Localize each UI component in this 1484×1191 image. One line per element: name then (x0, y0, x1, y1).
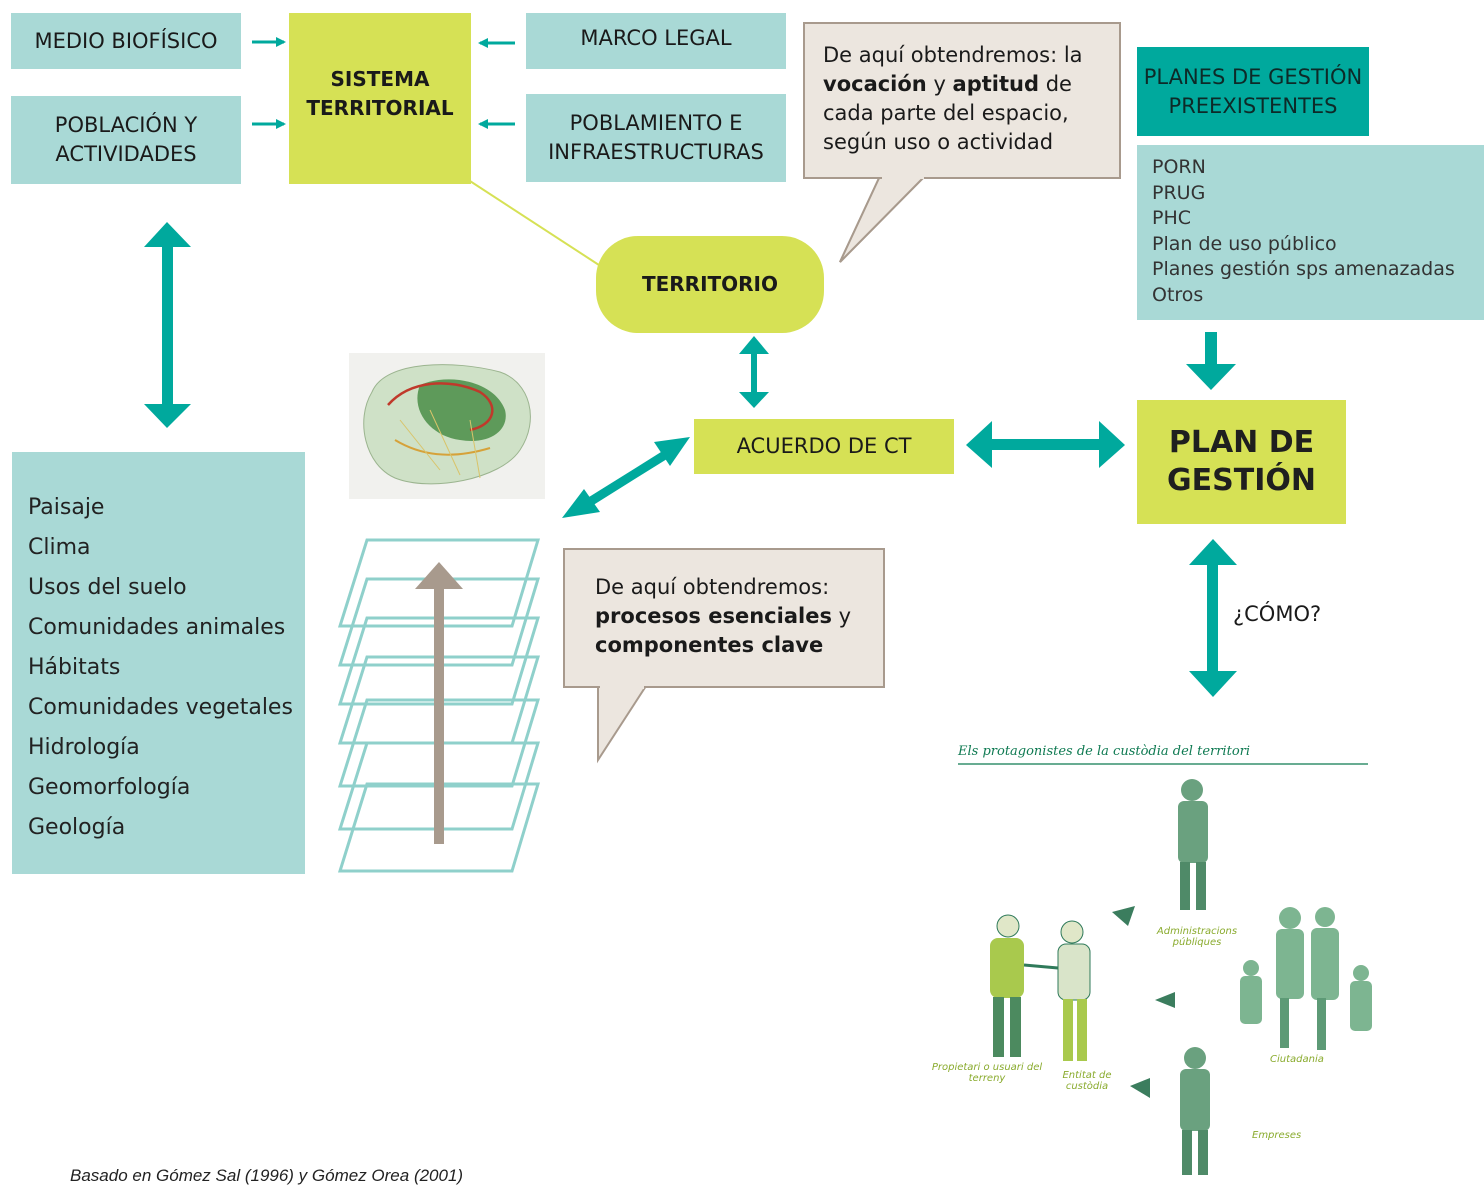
planes-title-line2: PREEXISTENTES (1168, 93, 1338, 118)
illustration-label-admin: Administracions públiques (1156, 926, 1238, 948)
illustration-title: Els protagonistes de la custòdia del ter… (958, 744, 1251, 759)
sistema-label-line1: SISTEMA (330, 67, 430, 91)
illustration-label-propietari: Propietari o usuari del terreny (931, 1062, 1043, 1084)
planes-preexistentes-list: PORN PRUG PHC Plan de uso público Planes… (1137, 145, 1484, 320)
sistema-label-line2: TERRITORIAL (306, 96, 454, 120)
list-item: PHC (1152, 207, 1192, 230)
list-item: Otros (1152, 283, 1204, 306)
poblamiento-label-line2: INFRAESTRUCTURAS (548, 140, 764, 164)
bubble-bottom-bold1: procesos esenciales (595, 604, 832, 628)
list-item: Plan de uso público (1152, 232, 1337, 255)
illustration-label-empreses: Empreses (1252, 1130, 1302, 1141)
poblacion-box: POBLACIÓN Y ACTIVIDADES (11, 96, 241, 184)
poblacion-label-line2: ACTIVIDADES (55, 142, 197, 166)
list-item: Hábitats (28, 655, 121, 680)
biophysical-components-list: Paisaje Clima Usos del suelo Comunidades… (12, 452, 305, 874)
bubble-top-bold1: vocación (823, 72, 927, 96)
custody-illustration (958, 763, 1372, 1175)
bubble-bottom-line1: De aquí obtendremos: (595, 575, 830, 599)
layer-stack (337, 538, 541, 873)
bubble-procesos: De aquí obtendremos: procesos esenciales… (563, 548, 885, 688)
planes-title-line1: PLANES DE GESTIÓN (1143, 64, 1363, 89)
bubble-bottom-after: y (831, 604, 852, 628)
bubble-top-line3: cada parte del espacio, (823, 101, 1069, 125)
double-arrow-plan-como (1189, 539, 1237, 697)
bubble-top-mid: y (926, 72, 953, 96)
poblamiento-label-line1: POBLAMIENTO E (569, 111, 743, 135)
bubble-top-line4: según uso o actividad (823, 130, 1054, 154)
marco-legal-label: MARCO LEGAL (580, 25, 732, 50)
plan-label-line2: GESTIÓN (1167, 463, 1316, 498)
double-arrow-vertical-left (144, 222, 191, 428)
marco-legal-box: MARCO LEGAL (526, 13, 786, 69)
list-item: Comunidades animales (28, 615, 286, 640)
medio-biofisico-label: MEDIO BIOFÍSICO (34, 28, 218, 53)
list-item: PORN (1152, 156, 1206, 178)
poblacion-label-line1: POBLACIÓN Y (54, 113, 198, 137)
illustration-label-entitat: Entitat de custòdia (1062, 1070, 1112, 1092)
illustration-label-ciutadania: Ciutadania (1270, 1054, 1324, 1065)
list-item: Geología (28, 815, 126, 840)
double-arrow-acuerdo-layers (562, 437, 690, 518)
territorio-label: TERRITORIO (641, 272, 779, 296)
medio-biofisico-box: MEDIO BIOFÍSICO (11, 13, 241, 69)
connector-sistema-territorio (449, 167, 603, 268)
planes-preexistentes-title: PLANES DE GESTIÓN PREEXISTENTES (1137, 47, 1369, 136)
bubble-vocacion: De aquí obtendremos: la vocación y aptit… (803, 22, 1121, 179)
list-item: Geomorfología (28, 775, 191, 800)
bubble-top-line1: De aquí obtendremos: la (823, 43, 1083, 67)
plan-label-line1: PLAN DE (1168, 425, 1315, 460)
bubble-top-line2: vocación y aptitud de (823, 70, 1119, 99)
map-thumbnail (349, 353, 545, 499)
list-item: Hidrología (28, 735, 140, 760)
source-credit: Basado en Gómez Sal (1996) y Gómez Orea … (70, 1166, 464, 1185)
territorio-node: TERRITORIO (596, 236, 824, 333)
poblamiento-box: POBLAMIENTO E INFRAESTRUCTURAS (526, 94, 786, 182)
bubble-bottom-tail-cover (600, 684, 644, 689)
bubble-bottom-bold2: componentes clave (595, 633, 824, 657)
list-item: PRUG (1152, 181, 1206, 204)
sistema-territorial-box: SISTEMA TERRITORIAL (289, 13, 471, 184)
double-arrow-acuerdo-plan (966, 421, 1125, 468)
bubble-bottom-line3: componentes clave (595, 631, 883, 660)
bubble-bottom-line2: procesos esenciales y (595, 602, 883, 631)
list-item: Paisaje (28, 495, 105, 520)
acuerdo-ct-box: ACUERDO DE CT (694, 419, 954, 474)
bubble-top-after: de (1039, 72, 1072, 96)
list-item: Usos del suelo (28, 575, 187, 600)
list-item: Clima (28, 535, 91, 560)
bubble-top-tail-cover (882, 174, 924, 179)
list-item: Planes gestión sps amenazadas (1152, 258, 1455, 281)
list-item: Comunidades vegetales (28, 695, 293, 720)
plan-gestion-box: PLAN DE GESTIÓN (1137, 400, 1346, 524)
layer-stack-up-arrow (415, 562, 463, 844)
bubble-top-bold2: aptitud (952, 72, 1040, 96)
arrow-down-to-plan (1186, 332, 1236, 390)
double-arrow-territorio-acuerdo (739, 336, 769, 408)
como-label: ¿CÓMO? (1233, 602, 1322, 626)
acuerdo-label: ACUERDO DE CT (736, 434, 912, 458)
